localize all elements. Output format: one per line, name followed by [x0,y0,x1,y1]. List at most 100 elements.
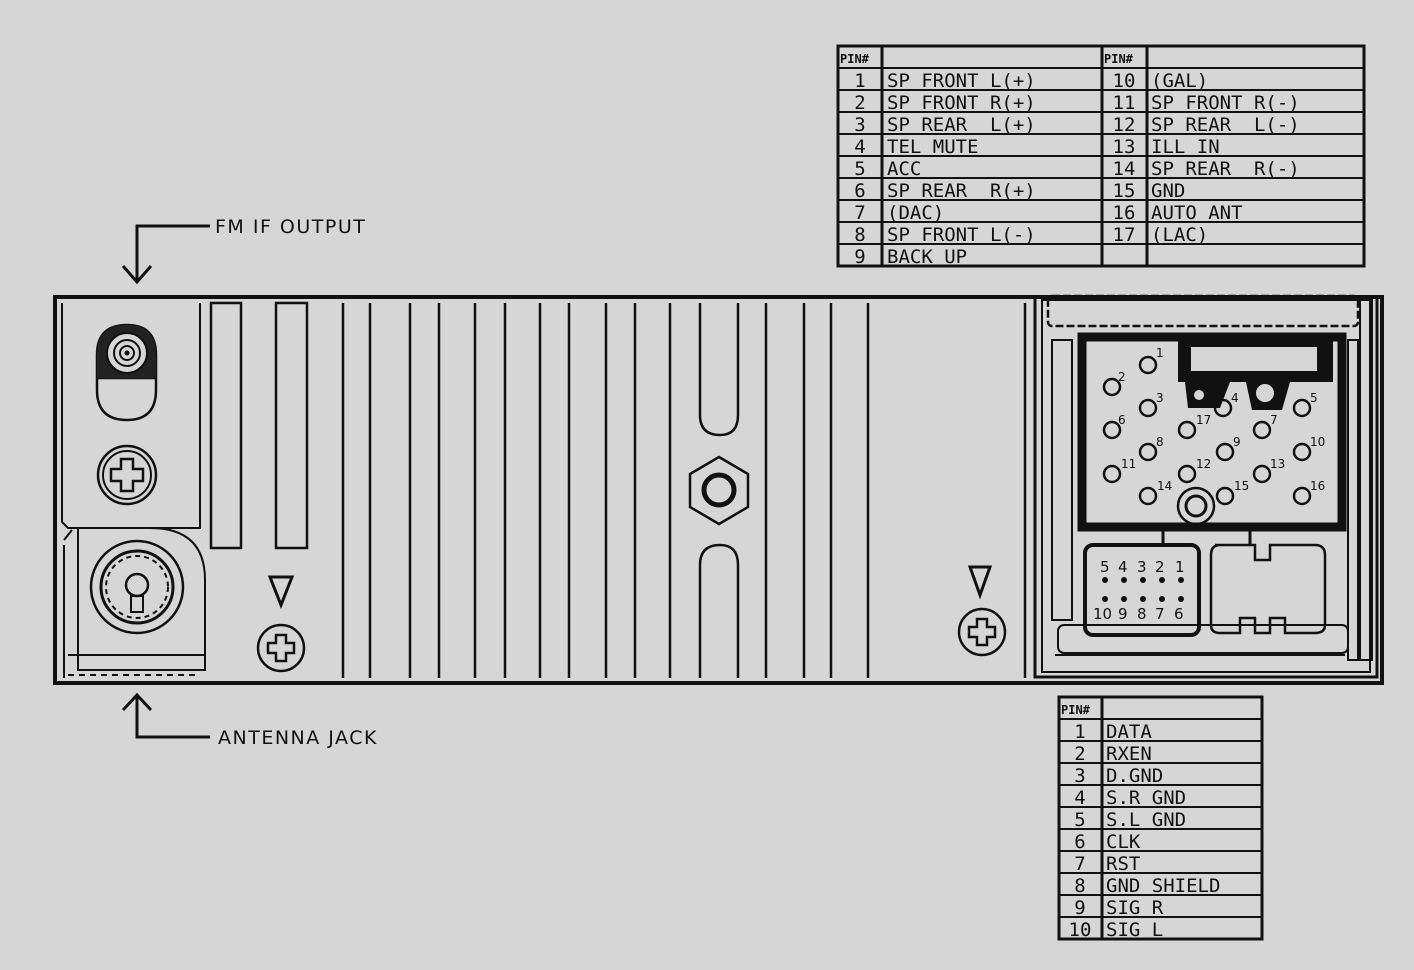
pin-signal: RXEN [1106,743,1152,765]
pin-signal: SP FRONT R(+) [887,92,1036,114]
screw-icon [96,444,158,506]
pin-signal: SIG L [1106,919,1163,941]
aux-pin-label: 1 [1175,558,1185,576]
pin-label: 17 [1196,413,1211,427]
pin-number: 1 [854,70,865,92]
pin-number: 4 [1074,787,1085,809]
pin-label: 5 [1310,391,1318,405]
pin-number: 3 [854,114,865,136]
pin-signal: SP REAR L(+) [887,114,1036,136]
antenna-jack-connector [89,539,185,635]
pin-label: 10 [1310,435,1325,449]
antenna-jack-callout: ANTENNA JACK [121,692,378,749]
screw-marker-left [256,575,306,673]
pin-number: 8 [854,224,865,246]
pin-signal: GND SHIELD [1106,875,1220,897]
pin-signal: SP FRONT L(-) [887,224,1036,246]
screw-marker-right [957,565,1007,657]
pin-label: 16 [1310,479,1325,493]
radio-rear-panel [53,295,1384,685]
pin-signal: (GAL) [1151,70,1208,92]
aux-pin-label: 8 [1137,605,1147,623]
pin-header: PIN# [1104,52,1134,66]
pin-signal: RST [1106,853,1140,875]
pin-signal: SP REAR R(+) [887,180,1036,202]
fm-if-output-callout: FM IF OUTPUT [121,216,366,285]
pin-signal: S.L GND [1106,809,1186,831]
aux-pin-label: 4 [1118,558,1128,576]
pin-number: 9 [1074,897,1085,919]
pin-label: 14 [1157,479,1172,493]
pin-signal: (DAC) [887,202,944,224]
aux-pin-label: 7 [1155,605,1165,623]
pin-number: 5 [1074,809,1085,831]
aux-connector-10-pin: 5 4 3 2 1 10 9 8 7 6 [1083,527,1327,637]
pin-signal: ACC [887,158,921,180]
pin-label: 13 [1270,457,1285,471]
pin-signal: S.R GND [1106,787,1186,809]
fm-if-output-connector [95,323,158,422]
pin-label: 4 [1231,391,1239,405]
fm-if-output-label: FM IF OUTPUT [215,216,366,238]
pin-number: 9 [854,246,865,268]
pin-signal: BACK UP [887,246,967,268]
pin-number: 8 [1074,875,1085,897]
hex-nut-icon [688,455,750,526]
pin-number: 17 [1113,224,1136,246]
pin-number: 13 [1113,136,1136,158]
pin-signal: (LAC) [1151,224,1208,246]
pin-number: 5 [854,158,865,180]
aux-pin-label: 10 [1093,605,1112,623]
antenna-jack-label: ANTENNA JACK [218,727,378,749]
pin-number: 14 [1113,158,1136,180]
pin-number: 10 [1113,70,1136,92]
pin-label: 9 [1233,435,1241,449]
pin-number: 7 [854,202,865,224]
connector-housing [1033,294,1379,679]
pin-signal: GND [1151,180,1185,202]
aux-pin-label: 6 [1174,605,1184,623]
aux-pin-label: 3 [1137,558,1147,576]
pin-signal: SP FRONT R(-) [1151,92,1300,114]
aux-connector-pin-table: PIN# 1 DATA 2 RXEN 3 D.GND 4 S.R GND 5 S… [1057,695,1264,941]
pin-signal: SP FRONT L(+) [887,70,1036,92]
pin-signal: CLK [1106,831,1141,853]
pin-label: 6 [1118,413,1126,427]
pin-number: 11 [1113,92,1136,114]
pin-number: 15 [1113,180,1136,202]
pin-number: 3 [1074,765,1085,787]
left-column: 1 SP FRONT L(+) 2 SP FRONT R(+) 3 SP REA… [854,70,1035,268]
aux-pin-label: 2 [1155,558,1165,576]
pin-label: 12 [1196,457,1211,471]
main-connector-pin-table: PIN# PIN# 1 SP FRONT L(+) 2 SP FRONT R(+… [836,44,1366,268]
right-column: 10 (GAL) 11 SP FRONT R(-) 12 SP REAR L(-… [1113,70,1300,246]
pin-signal: SP REAR L(-) [1151,114,1300,136]
pin-number: 2 [1074,743,1085,765]
pin-number: 4 [854,136,865,158]
pin-label: 3 [1156,391,1164,405]
pin-label: 11 [1121,457,1136,471]
pin-number: 1 [1074,721,1085,743]
pin-label: 2 [1118,370,1126,384]
pin-number: 16 [1113,202,1136,224]
pin-signal: SP REAR R(-) [1151,158,1300,180]
heat-sink-fins [209,301,1027,678]
pin-header: PIN# [840,52,870,66]
pin-signal: AUTO ANT [1151,202,1243,224]
pin-number: 10 [1069,919,1092,941]
pin-signal: D.GND [1106,765,1163,787]
pin-signal: DATA [1106,721,1152,743]
pin-label: 7 [1270,413,1278,427]
pin-label: 8 [1156,435,1164,449]
pin-signal: TEL MUTE [887,136,979,158]
pin-number: 7 [1074,853,1085,875]
pin-number: 6 [854,180,865,202]
aux-pin-label: 9 [1118,605,1128,623]
pin-number: 2 [854,92,865,114]
main-connector-17-pin: 1 2 3 4 5 6 7 8 9 10 11 12 13 14 15 16 1… [1077,332,1347,532]
pin-signal: ILL IN [1151,136,1220,158]
pin-number: 6 [1074,831,1085,853]
pin-number: 12 [1113,114,1136,136]
pin-header: PIN# [1061,703,1091,717]
